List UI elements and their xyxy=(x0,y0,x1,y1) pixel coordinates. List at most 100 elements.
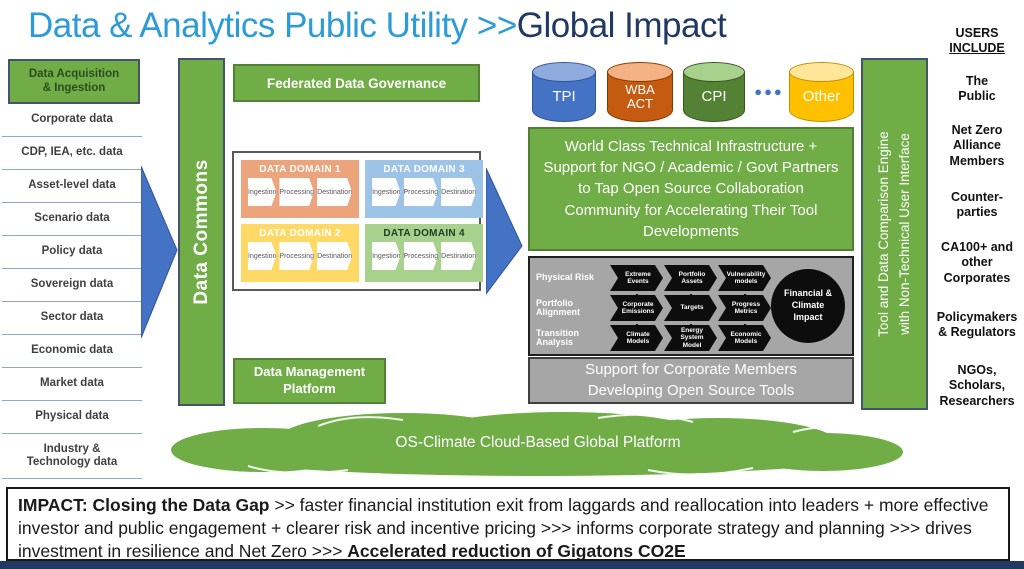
step-ingestion: Ingestion xyxy=(248,242,276,270)
step-destination: Destination xyxy=(317,242,352,270)
data-acquisition-header: Data Acquisition & Ingestion xyxy=(8,59,140,104)
cylinder-label: WBA ACT xyxy=(607,72,673,122)
comparison-engine-bar: Tool and Data Comparison Engine with Non… xyxy=(861,58,928,410)
step-ingestion: Ingestion xyxy=(248,178,276,206)
financial-climate-impact-circle: Financial & Climate Impact xyxy=(771,269,845,343)
domain-steps: Ingestion Processing Destination xyxy=(241,178,359,206)
user-group: Counter-parties xyxy=(950,190,1004,220)
domain-steps: Ingestion Processing Destination xyxy=(365,178,483,206)
federated-governance-box: Federated Data Governance xyxy=(233,64,480,102)
data-domain-2: DATA DOMAIN 2 Ingestion Processing Desti… xyxy=(241,224,360,282)
cylinder-cpi: CPI xyxy=(683,62,745,122)
user-group: NGOs, Scholars, Researchers xyxy=(939,363,1015,408)
step-destination: Destination xyxy=(317,178,352,206)
step-ingestion: Ingestion xyxy=(372,242,400,270)
infrastructure-text: World Class Technical Infrastructure + S… xyxy=(543,137,839,240)
corporate-support-box: Support for Corporate Members Developing… xyxy=(528,357,854,404)
impact-body-text: >> faster financial institution exit fro… xyxy=(18,495,989,562)
chevron-step: Corporate Emissions xyxy=(610,295,663,321)
domain-steps: Ingestion Processing Destination xyxy=(241,242,359,270)
chevron-step: Progress Metrics xyxy=(718,295,771,321)
infrastructure-box: World Class Technical Infrastructure + S… xyxy=(528,127,854,251)
connector-line xyxy=(690,289,692,296)
data-commons-bar: Data Commons xyxy=(178,58,225,406)
comparison-engine-label: Tool and Data Comparison Engine with Non… xyxy=(875,131,912,337)
data-management-box: Data Management Platform xyxy=(233,358,386,404)
list-item: Policy data xyxy=(2,236,142,269)
domain-title: DATA DOMAIN 4 xyxy=(383,228,465,239)
step-ingestion: Ingestion xyxy=(372,178,400,206)
impact-banner: IMPACT: Closing the Data Gap >> faster f… xyxy=(6,487,1010,561)
cloud-platform: OS-Climate Cloud-Based Global Platform xyxy=(168,406,908,478)
data-commons-label: Data Commons xyxy=(190,159,212,305)
bottom-accent-bar xyxy=(0,561,1024,569)
cylinder-tpi: TPI xyxy=(532,62,596,122)
domain-steps: Ingestion Processing Destination xyxy=(365,242,483,270)
data-domains-panel: DATA DOMAIN 1 Ingestion Processing Desti… xyxy=(232,151,484,291)
connector-line xyxy=(636,289,638,296)
step-destination: Destination xyxy=(441,178,476,206)
domain-title: DATA DOMAIN 2 xyxy=(259,228,341,239)
cloud-icon xyxy=(171,412,903,476)
data-domain-4: DATA DOMAIN 4 Ingestion Processing Desti… xyxy=(365,224,484,282)
row-label: Transition Analysis xyxy=(536,327,580,347)
step-processing: Processing xyxy=(279,242,314,270)
list-item: Economic data xyxy=(2,335,142,368)
list-item: Sector data xyxy=(2,302,142,335)
list-item: Sovereign data xyxy=(2,269,142,302)
chevron-step: Economic Models xyxy=(718,325,771,351)
step-destination: Destination xyxy=(441,242,476,270)
chevron-step: Vulnerability models xyxy=(718,265,771,291)
step-processing: Processing xyxy=(404,178,439,206)
list-item: Physical data xyxy=(2,401,142,434)
data-management-label: Data Management Platform xyxy=(253,364,366,396)
tools-row-transition-analysis: Transition Analysis Climate Models Energ… xyxy=(536,325,772,351)
list-item: Industry & Technology data xyxy=(2,434,142,479)
cylinder-top xyxy=(789,62,854,82)
data-domain-3: DATA DOMAIN 3 Ingestion Processing Desti… xyxy=(365,160,484,218)
cylinder-other: Other xyxy=(789,62,854,122)
data-domain-1: DATA DOMAIN 1 Ingestion Processing Desti… xyxy=(241,160,360,218)
row-label: Portfolio Alignment xyxy=(536,297,580,317)
user-group: CA100+ and other Corporates xyxy=(941,240,1013,285)
user-group: Net Zero Alliance Members xyxy=(949,123,1005,168)
connector-line xyxy=(744,289,746,296)
flow-arrow-icon xyxy=(141,165,178,339)
row-label: Physical Risk xyxy=(536,272,595,283)
federated-governance-label: Federated Data Governance xyxy=(266,75,447,91)
user-group: The Public xyxy=(958,74,996,104)
data-source-list: Corporate data CDP, IEA, etc. data Asset… xyxy=(2,104,142,479)
list-item: Scenario data xyxy=(2,203,142,236)
user-group: Policymakers & Regulators xyxy=(936,310,1018,340)
impact-bold-tail: Accelerated reduction of Gigatons CO2E xyxy=(347,541,686,562)
connector-line xyxy=(636,319,638,326)
cylinder-wba-act: WBA ACT xyxy=(607,62,673,122)
list-item: Corporate data xyxy=(2,104,142,137)
chevron-step: Portfolio Assets xyxy=(664,265,717,291)
list-item: Asset-level data xyxy=(2,170,142,203)
cylinder-top xyxy=(683,62,745,82)
list-item: Market data xyxy=(2,368,142,401)
chevron-step: Energy System Model xyxy=(664,325,717,351)
step-processing: Processing xyxy=(279,178,314,206)
tools-row-portfolio-alignment: Portfolio Alignment Corporate Emissions … xyxy=(536,295,772,321)
users-include-header: USERS INCLUDE xyxy=(949,26,1005,56)
cloud-platform-label: OS-Climate Cloud-Based Global Platform xyxy=(395,434,681,451)
chevron-step: Targets xyxy=(664,295,717,321)
connector-line xyxy=(690,319,692,326)
chevron-step: Climate Models xyxy=(610,325,663,351)
page-title: Data & Analytics Public Utility >> Globa… xyxy=(28,0,727,52)
cylinder-top xyxy=(532,62,596,82)
domain-title: DATA DOMAIN 3 xyxy=(383,164,465,175)
data-acquisition-label: Data Acquisition & Ingestion xyxy=(28,67,120,94)
title-part-light: Data & Analytics Public Utility >> xyxy=(28,6,517,45)
ellipsis-icon: ●●● xyxy=(754,84,784,99)
cylinder-top xyxy=(607,62,673,82)
domain-title: DATA DOMAIN 1 xyxy=(259,164,341,175)
corporate-support-text: Support for Corporate Members Developing… xyxy=(585,361,797,399)
flow-arrow-icon xyxy=(486,167,523,295)
tools-row-physical-risk: Physical Risk Extreme Events Portfolio A… xyxy=(536,265,772,291)
chevron-step: Extreme Events xyxy=(610,265,663,291)
impact-bold-lead: IMPACT: Closing the Data Gap xyxy=(18,495,270,515)
